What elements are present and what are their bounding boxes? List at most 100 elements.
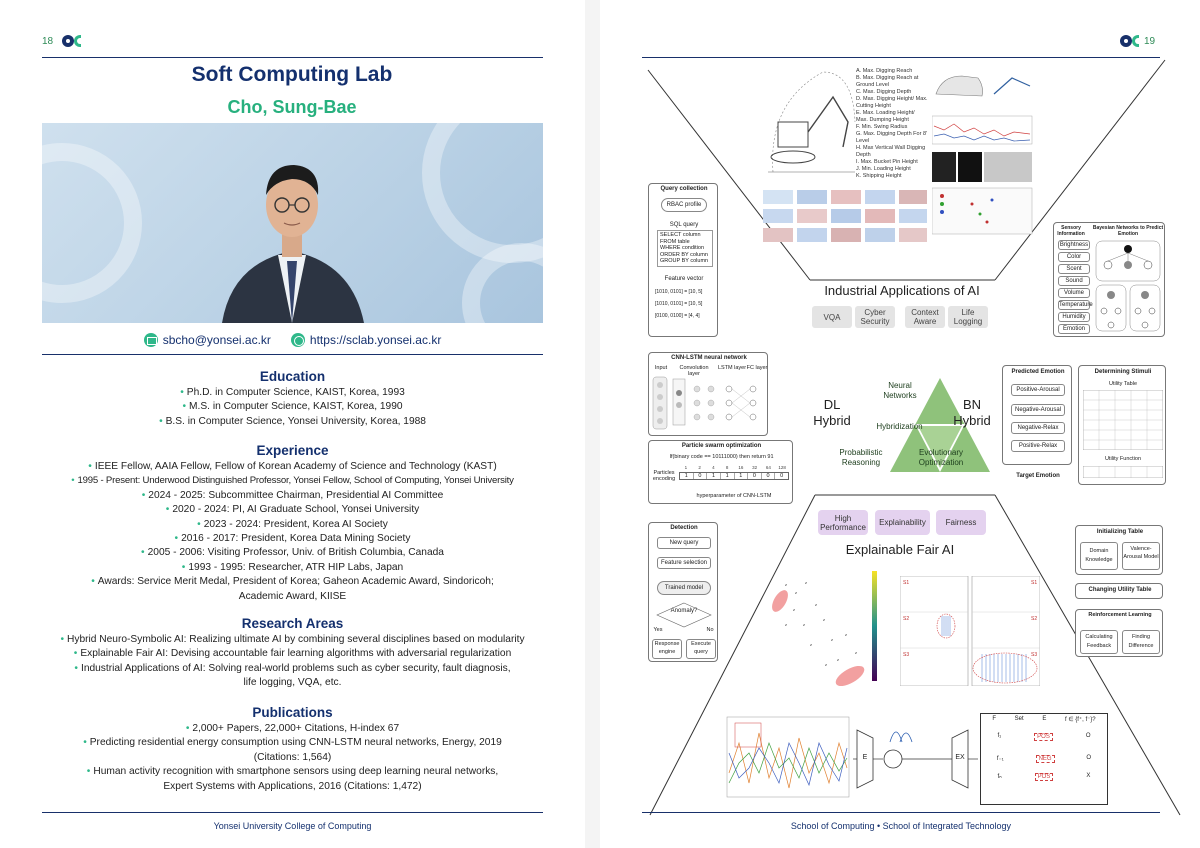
emotion-negative-arousal: Negative-Arousal	[1011, 404, 1065, 416]
xai-table: F Set E f ∈ {f⁺, f⁻}? f₁ POS O f₋₁ NEG O…	[980, 713, 1108, 805]
svg-text:z: z	[810, 642, 812, 647]
emotion-negative-relax: Negative-Relax	[1011, 422, 1065, 434]
header-rule	[642, 57, 1160, 58]
list-item: •Ph.D. in Computer Science, KAIST, Korea…	[180, 387, 405, 398]
sensor-scent: Scent	[1058, 264, 1090, 274]
svg-text:S2: S2	[903, 616, 909, 622]
list-item: •Industrial Applications of AI: Solving …	[74, 662, 511, 674]
sql-query-title: SQL query	[669, 222, 699, 228]
xai-line-chart	[715, 713, 853, 805]
email-contact[interactable]: sbcho@yonsei.ac.kr	[143, 333, 271, 347]
feature-selection: Feature selection	[657, 557, 711, 569]
dig-spec-list: A. Max. Digging Reach B. Max. Digging Re…	[856, 68, 928, 179]
pso-caption: hyperparameter of CNN-LSTM	[696, 493, 772, 499]
determining-stimuli-box: Determining Stimuli Utility Table Utilit…	[1078, 365, 1166, 485]
reinforcement-box: Reinforcement Learning Calculating Feedb…	[1075, 609, 1163, 657]
footer-rule	[42, 812, 543, 813]
svg-text:z: z	[831, 637, 833, 642]
pill-explainability: Explainability	[875, 510, 930, 535]
list-item: •1995 - Present: Underwood Distinguished…	[71, 475, 514, 487]
table-row: fₙ POS X	[997, 773, 1091, 781]
c-eps-figure	[931, 64, 1040, 244]
list-item: •1993 - 1995: Researcher, ATR HIP Labs, …	[181, 561, 404, 573]
trained-model: Trained model	[657, 581, 711, 595]
predicted-emotion-title: Predicted Emotion	[1011, 369, 1065, 375]
pso-box: Particle swarm optimization If(binary co…	[648, 440, 793, 504]
layer-label: Convolution layer	[679, 365, 709, 377]
svg-text:S3: S3	[1031, 652, 1037, 658]
pill-vqa: VQA	[812, 306, 852, 328]
sensor-emotion: Emotion	[1058, 324, 1090, 334]
utility-table	[1083, 390, 1163, 450]
sensor-volume: Volume	[1058, 288, 1090, 298]
cnn-lstm-network	[652, 376, 757, 430]
reinforcement-title: Reinforcement Learning	[1088, 612, 1152, 618]
sensor-humidity: Humidity	[1058, 312, 1090, 322]
detection-title: Detection	[670, 525, 698, 531]
hybridization-label: Hybridization	[876, 422, 923, 431]
svg-text:z: z	[805, 580, 807, 585]
sensor-color: Color	[1058, 252, 1090, 262]
changing-utility-box: Changing Utility Table	[1075, 583, 1163, 599]
list-item: •Explainable Fair AI: Devising accountab…	[73, 648, 512, 660]
feature-vector-title: Feature vector	[664, 276, 704, 282]
heatmap-tiles	[763, 190, 927, 242]
profile-photo	[42, 123, 543, 323]
anomaly-decision: Anomaly?	[670, 608, 698, 614]
svg-text:z: z	[785, 582, 787, 587]
page-gutter	[585, 0, 600, 848]
lab-logo-icon	[62, 35, 82, 47]
neural-networks-label: Neural Networks	[883, 381, 917, 400]
education-heading: Education	[259, 369, 326, 384]
finding-difference: Finding Difference	[1122, 630, 1160, 654]
layer-label: LSTM layer	[717, 365, 747, 371]
initializing-table-title: Initializing Table	[1096, 529, 1144, 535]
list-item: (Citations: 1,564)	[253, 751, 332, 763]
excavator-figure	[763, 62, 858, 187]
svg-text:S1: S1	[1031, 580, 1037, 586]
sensor-brightness: Brightness	[1058, 240, 1090, 250]
svg-text:S2: S2	[1031, 616, 1037, 622]
emotion-positive-arousal: Positive-Arousal	[1011, 384, 1065, 396]
research-section: Research Areas •Hybrid Neuro-Symbolic AI…	[42, 616, 543, 691]
list-item: •Human activity recognition with smartph…	[86, 766, 499, 778]
dl-hybrid-label: DL Hybrid	[813, 397, 851, 428]
explainer-label: EX	[955, 754, 965, 761]
layer-label: Input	[654, 365, 668, 371]
utility-function-row	[1083, 466, 1163, 478]
excavator-drawing	[768, 71, 856, 173]
list-item: •2020 - 2024: PI, AI Graduate School, Yo…	[165, 504, 420, 516]
list-item: •M.S. in Computer Science, KAIST, Korea,…	[182, 401, 403, 413]
contact-row: sbcho@yonsei.ac.kr https://sclab.yonsei.…	[42, 330, 543, 350]
no-label: No	[706, 627, 714, 633]
list-item: •2024 - 2025: Subcommittee Chairman, Pre…	[141, 489, 444, 501]
decision-diamond	[656, 602, 712, 628]
sensor-sound: Sound	[1058, 276, 1090, 286]
education-section: Education •Ph.D. in Computer Science, KA…	[42, 369, 543, 429]
svg-text:z: z	[855, 650, 857, 655]
page-number: 19	[1144, 36, 1156, 47]
list-item: •B.S. in Computer Science, Yonsei Univer…	[159, 415, 426, 427]
list-item: •Predicting residential energy consumpti…	[83, 737, 502, 749]
industrial-title: Industrial Applications of AI	[824, 283, 980, 298]
email-text[interactable]: sbcho@yonsei.ac.kr	[162, 333, 271, 347]
car-noise-charts	[931, 75, 1033, 235]
svg-text:S3: S3	[903, 652, 909, 658]
pill-high-performance: High Performance	[818, 510, 868, 535]
frame-lines	[647, 59, 1181, 816]
domain-knowledge: Domain Knowledge	[1080, 542, 1118, 570]
website-contact[interactable]: https://sclab.yonsei.ac.kr	[290, 333, 442, 347]
detection-box: Detection New query Feature selection Tr…	[648, 522, 718, 662]
utility-function-title: Utility Function	[1104, 456, 1142, 462]
list-item: •2005 - 2006: Visiting Professor, Univ. …	[141, 547, 444, 559]
multi-series-chart	[726, 716, 850, 798]
pso-rule: If(binary code == 10111000) then return …	[669, 454, 774, 460]
probabilistic-reasoning-label: Probabilistic Reasoning	[839, 448, 883, 467]
right-page: 19 A. Max. Digging Reach B. Max. Digging…	[600, 0, 1200, 848]
utility-table-title: Utility Table	[1108, 381, 1138, 387]
feature-vector-lines: [1010, 0101] = [10, 5] [1010, 0101] = [1…	[655, 289, 703, 319]
website-link[interactable]: https://sclab.yonsei.ac.kr	[309, 333, 442, 347]
evolutionary-optimization-label: Evolutionary Optimization	[918, 448, 964, 467]
